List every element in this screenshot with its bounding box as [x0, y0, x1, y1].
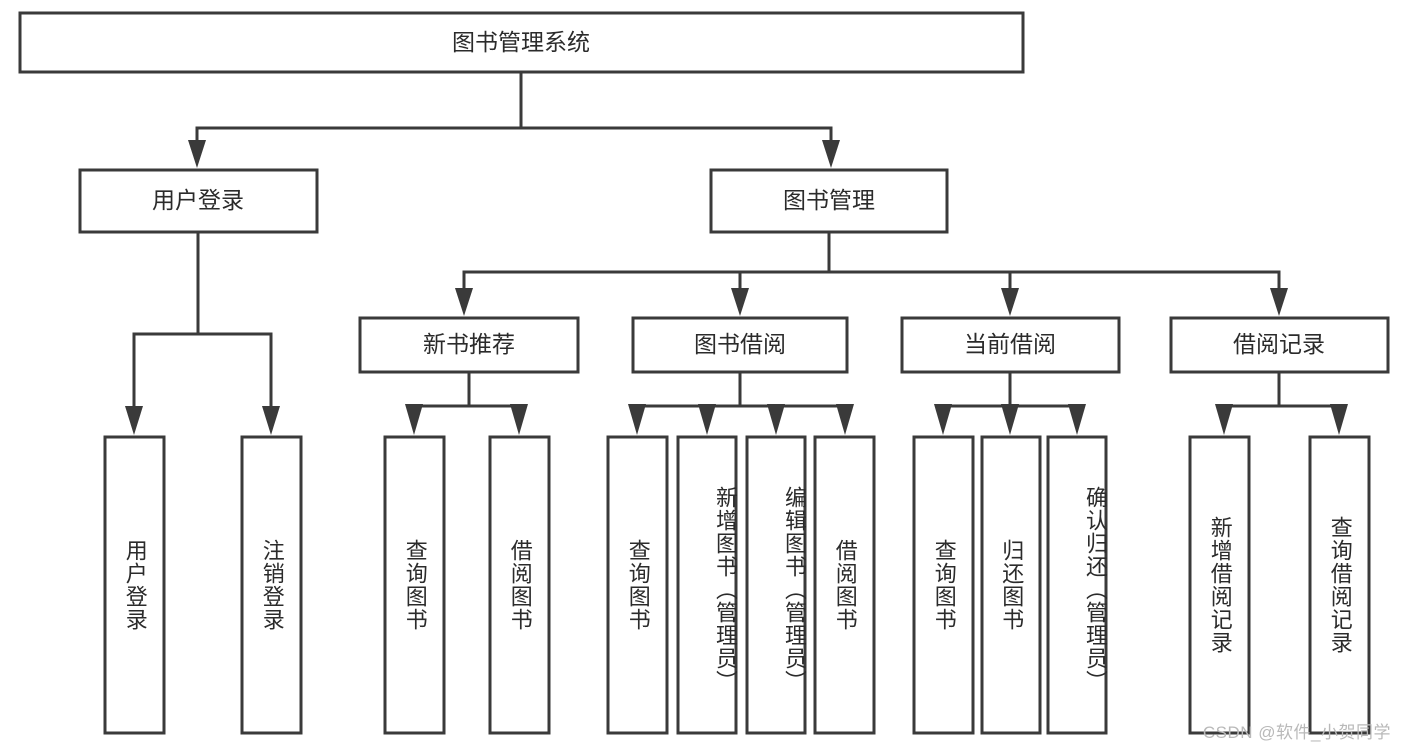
node-leaf-borrow-book-2-box[interactable] — [813, 435, 876, 735]
node-new-book-recommend[interactable]: 新书推荐 — [358, 316, 580, 374]
node-leaf-logout-box[interactable] — [240, 435, 303, 735]
arrow-head-leaf-borrow-book-1 — [510, 404, 528, 435]
node-user-login-box[interactable] — [78, 168, 319, 234]
node-root[interactable]: 图书管理系统 — [18, 11, 1025, 74]
arrow-head-book-borrow — [731, 288, 749, 316]
node-book-borrow-label: 图书借阅 — [694, 331, 786, 357]
arrow-head-book-management — [822, 140, 840, 168]
node-user-login-label: 用户登录 — [152, 187, 244, 213]
node-root-label: 图书管理系统 — [452, 29, 590, 55]
arrow-head-leaf-logout — [262, 406, 280, 435]
node-root-box[interactable] — [18, 11, 1025, 74]
node-leaf-edit-book-box[interactable] — [745, 435, 807, 735]
node-book-borrow-box[interactable] — [631, 316, 849, 374]
connectors-borrow-record-to-leaves — [1215, 370, 1348, 435]
node-book-borrow[interactable]: 图书借阅 — [631, 316, 849, 374]
arrow-head-leaf-user-login — [125, 406, 143, 435]
node-leaf-query-book-1-box[interactable] — [383, 435, 446, 735]
node-leaf-add-record-box[interactable] — [1188, 435, 1251, 735]
csdn-watermark: CSDN @软件_小贺同学 — [1202, 723, 1391, 742]
connectors-root-to-level2 — [188, 70, 840, 168]
arrow-head-user-login — [188, 140, 206, 168]
node-new-book-recommend-label: 新书推荐 — [423, 331, 515, 357]
arrow-head-leaf-return-book — [1001, 404, 1019, 435]
node-current-borrow[interactable]: 当前借阅 — [900, 316, 1121, 374]
connectors-book-management-to-level3 — [455, 230, 1288, 316]
node-book-management-label: 图书管理 — [783, 187, 875, 213]
node-leaf-query-book-2-box[interactable] — [606, 435, 669, 735]
node-borrow-record[interactable]: 借阅记录 — [1169, 316, 1390, 374]
arrow-head-leaf-add-record — [1215, 404, 1233, 435]
arrow-head-leaf-query-book-3 — [934, 404, 952, 435]
connectors-current-borrow-to-leaves — [934, 370, 1086, 435]
node-leaf-query-record-box[interactable] — [1308, 435, 1371, 735]
node-user-login[interactable]: 用户登录 — [78, 168, 319, 234]
node-borrow-record-box[interactable] — [1169, 316, 1390, 374]
node-current-borrow-label: 当前借阅 — [964, 331, 1056, 357]
node-leaf-user-login-box[interactable] — [103, 435, 166, 735]
connectors-user-login-to-leaves — [125, 230, 280, 435]
connectors-book-borrow-to-leaves — [628, 370, 854, 435]
node-borrow-record-label: 借阅记录 — [1233, 331, 1325, 357]
node-leaf-borrow-book-1-box[interactable] — [488, 435, 551, 735]
arrow-head-current-borrow — [1001, 288, 1019, 316]
arrow-head-new-book-recommend — [455, 288, 473, 316]
arrow-head-leaf-confirm-return — [1068, 404, 1086, 435]
node-leaf-return-book-box[interactable] — [980, 435, 1042, 735]
arrow-head-leaf-borrow-book-2 — [836, 404, 854, 435]
node-book-management-box[interactable] — [709, 168, 949, 234]
arrow-head-borrow-record — [1270, 288, 1288, 316]
node-book-management[interactable]: 图书管理 — [709, 168, 949, 234]
node-new-book-recommend-box[interactable] — [358, 316, 580, 374]
node-leaf-add-book-box[interactable] — [676, 435, 738, 735]
arrow-head-leaf-query-record — [1330, 404, 1348, 435]
arrow-head-leaf-edit-book — [767, 404, 785, 435]
arrow-head-leaf-add-book — [698, 404, 716, 435]
arrow-head-leaf-query-book-2 — [628, 404, 646, 435]
arrow-head-leaf-query-book-1 — [405, 404, 423, 435]
node-current-borrow-box[interactable] — [900, 316, 1121, 374]
connectors-new-book-recommend-to-leaves — [405, 370, 528, 435]
node-leaf-query-book-3-box[interactable] — [912, 435, 975, 735]
node-leaf-confirm-return-box[interactable] — [1046, 435, 1108, 735]
